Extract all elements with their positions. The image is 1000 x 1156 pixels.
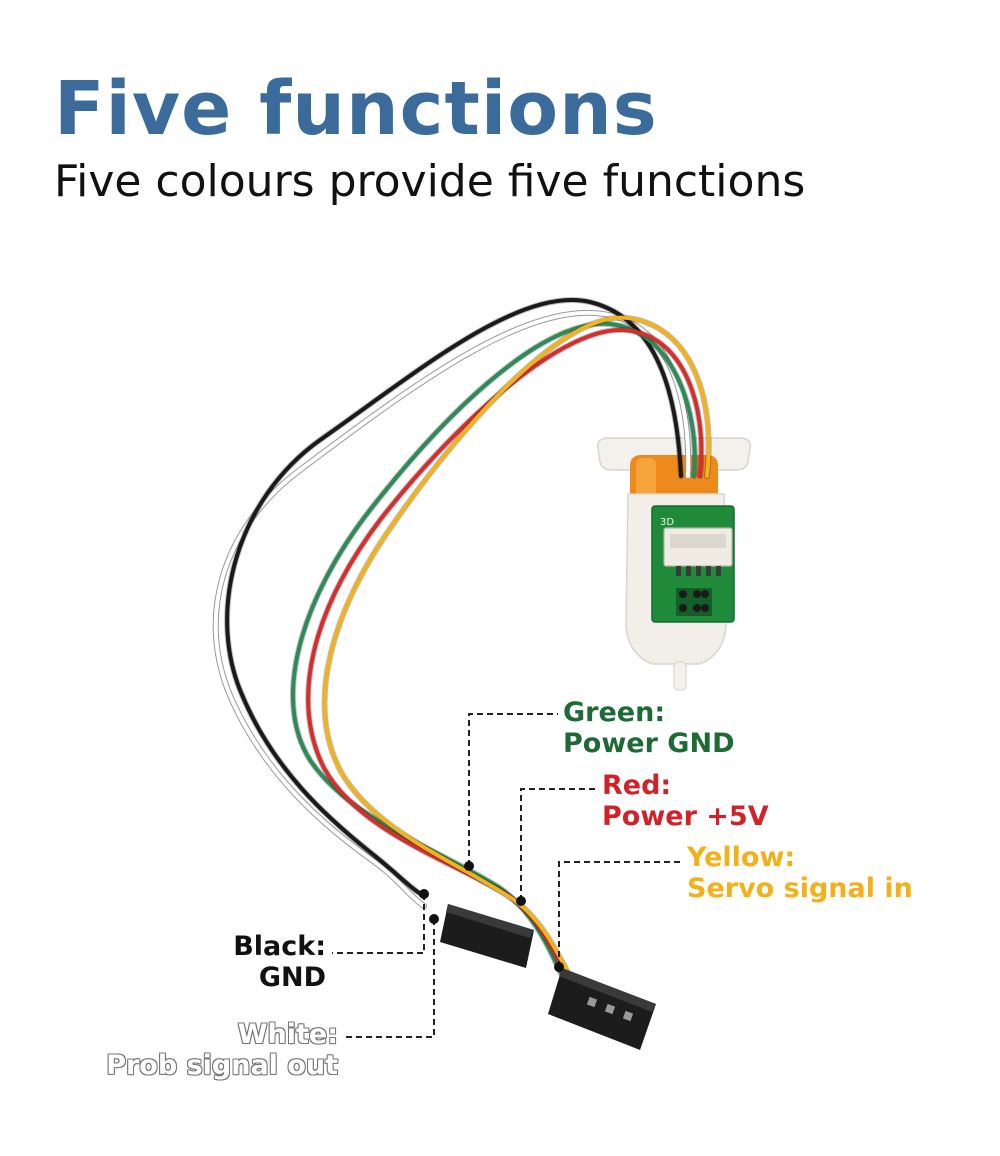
probe-pin — [673, 661, 687, 691]
page-subtitle: Five colours provide five functions — [54, 156, 806, 207]
bltouch-probe: 3D — [596, 437, 752, 691]
leader-line-yellow — [558, 861, 683, 967]
callout-dot-white — [429, 914, 439, 924]
label-green-function: Power GND — [563, 728, 735, 759]
wire-bundle — [212, 297, 712, 983]
leader-line-red — [520, 788, 598, 901]
label-green-wire: Green: Power GND — [563, 697, 734, 759]
label-yellow-name: Yellow: — [687, 842, 796, 873]
callout-dot-black — [419, 889, 429, 899]
pcb-silkscreen-text: 3D — [660, 517, 674, 528]
leader-line-black — [332, 894, 425, 954]
label-white-name: White: — [237, 1019, 338, 1050]
label-white-function: Prob signal out — [106, 1050, 338, 1081]
label-black-wire: Black: GND — [233, 931, 326, 993]
dupont-connector-3pin — [548, 968, 656, 1050]
label-green-name: Green: — [563, 697, 666, 728]
label-red-name: Red: — [602, 770, 672, 801]
page-title: Five functions — [54, 66, 658, 152]
label-red-wire: Red: Power +5V — [602, 770, 769, 832]
wire-yellow — [322, 315, 711, 982]
leader-line-white — [342, 919, 435, 1038]
pcb-solder-pads — [676, 588, 712, 616]
callout-dot-yellow — [554, 962, 564, 972]
label-yellow-function: Servo signal in — [687, 873, 913, 904]
callout-dot-red — [516, 896, 526, 906]
label-red-function: Power +5V — [602, 801, 769, 832]
label-white-wire: White: Prob signal out — [106, 1019, 338, 1081]
leader-line-green — [468, 713, 558, 866]
label-black-name: Black: — [233, 931, 326, 962]
wire-black — [225, 298, 683, 898]
wire-green — [290, 321, 697, 974]
dupont-connector-2pin — [440, 904, 534, 968]
callout-dot-green — [464, 861, 474, 871]
wire-white — [213, 310, 691, 908]
label-yellow-wire: Yellow: Servo signal in — [687, 842, 913, 904]
label-black-function: GND — [258, 962, 326, 993]
